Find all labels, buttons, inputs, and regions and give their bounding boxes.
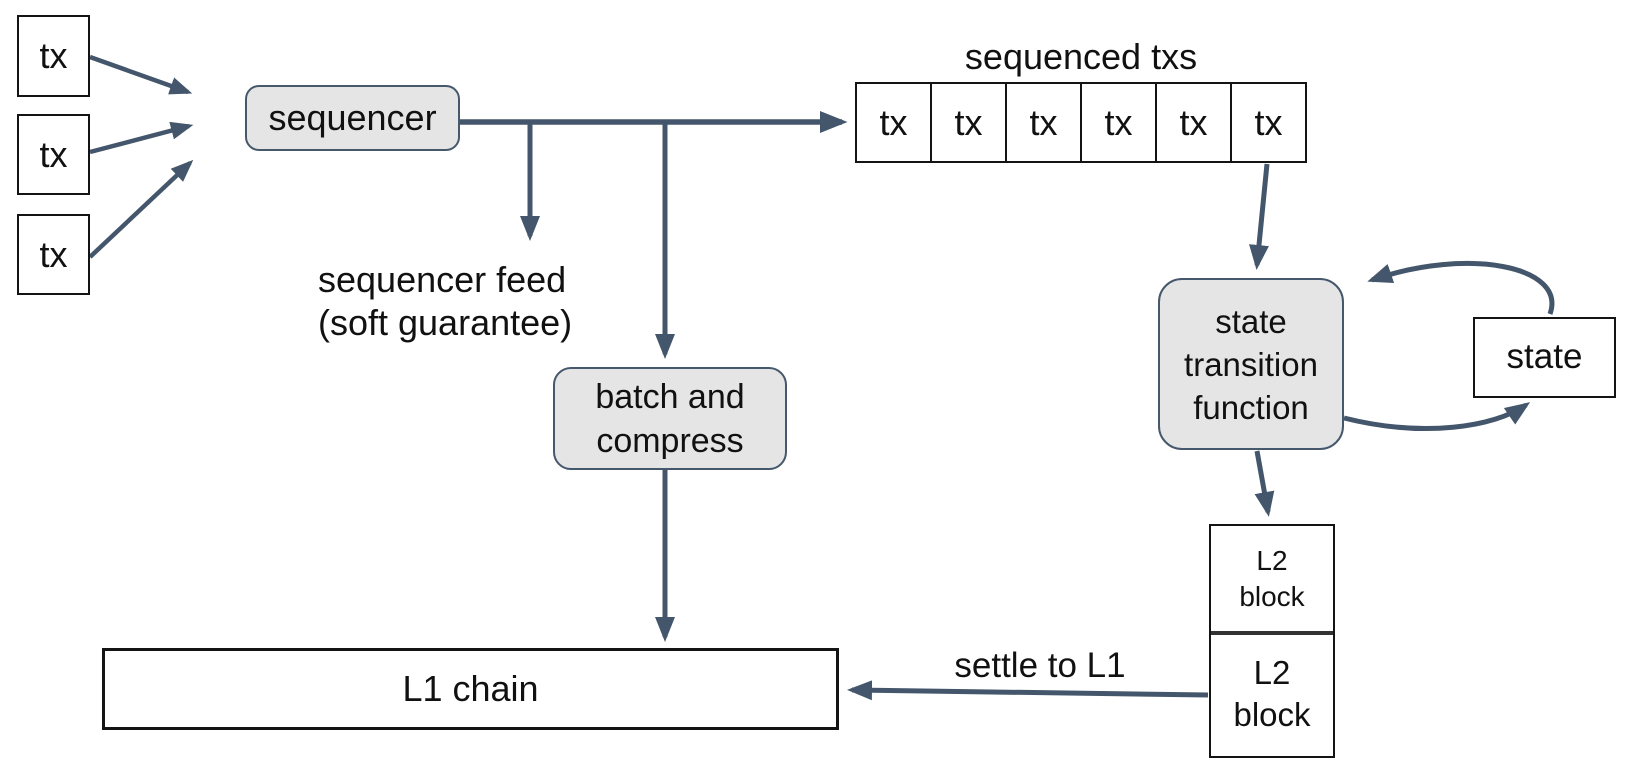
- batch-compress-line1: batch and: [595, 377, 745, 416]
- arrow-state-to-stf-curve: [1367, 261, 1555, 315]
- l2-block-top-line1: L2: [1256, 544, 1288, 576]
- arrow-stf-to-state-curve: [1343, 402, 1531, 431]
- sequencer-node: sequencer: [245, 85, 460, 151]
- sequenced-tx-cell-4: tx: [1080, 82, 1157, 163]
- tx-label: tx: [39, 133, 68, 175]
- batch-compress-node: batch and compress: [553, 367, 787, 470]
- arrow-stf-to-l2-block: [1254, 450, 1275, 517]
- arrow-tx2-to-sequencer: [89, 121, 194, 155]
- l2-block-top-line2: block: [1239, 580, 1305, 612]
- sequencer-label: sequencer: [268, 97, 437, 139]
- sequenced-tx-cell-3: tx: [1005, 82, 1082, 163]
- arrow-tx3-to-sequencer: [88, 159, 194, 259]
- settle-to-l1-label: settle to L1: [954, 646, 1126, 685]
- sequenced-txs-title: sequenced txs: [964, 36, 1198, 77]
- tx-input-box-2: tx: [17, 114, 90, 195]
- l2-block-top: L2 block: [1211, 526, 1333, 631]
- state-transition-function-node: state transition function: [1158, 278, 1344, 450]
- sequenced-tx-cell-6: tx: [1230, 82, 1307, 163]
- tx-input-box-3: tx: [17, 214, 90, 295]
- stf-line2: transition: [1184, 345, 1318, 383]
- sequencer-feed-line2: (soft guarantee): [318, 302, 573, 343]
- batch-compress-line2: compress: [596, 421, 744, 460]
- arrow-sequenced-txs-to-stf: [1249, 163, 1270, 270]
- l2-block-bottom-line2: block: [1233, 695, 1311, 733]
- l2-block-bottom-line1: L2: [1253, 653, 1291, 691]
- arrow-tx1-to-sequencer: [89, 54, 193, 95]
- state-box: state: [1473, 317, 1616, 398]
- sequenced-tx-cell-1: tx: [855, 82, 932, 163]
- arrow-settle-to-l1: [847, 680, 1209, 701]
- l1-chain-box: L1 chain: [102, 648, 839, 730]
- sequencer-feed-line1: sequencer feed: [318, 259, 567, 300]
- stf-line3: function: [1193, 388, 1309, 426]
- tx-input-box-1: tx: [17, 15, 90, 97]
- stf-line1: state: [1215, 302, 1287, 340]
- state-label: state: [1506, 337, 1583, 377]
- sequenced-tx-cell-2: tx: [930, 82, 1007, 163]
- sequenced-tx-cell-5: tx: [1155, 82, 1232, 163]
- tx-label: tx: [39, 35, 68, 77]
- sequencer-feed-label: sequencer feed (soft guarantee): [318, 258, 572, 344]
- tx-label: tx: [39, 233, 68, 275]
- l2-block-divider: [1211, 631, 1333, 635]
- l2-block-stack: L2 block L2 block: [1209, 524, 1335, 758]
- l2-block-bottom: L2 block: [1211, 635, 1333, 752]
- sequenced-txs-row: tx tx tx tx tx tx: [855, 82, 1307, 163]
- l1-chain-label: L1 chain: [402, 668, 539, 710]
